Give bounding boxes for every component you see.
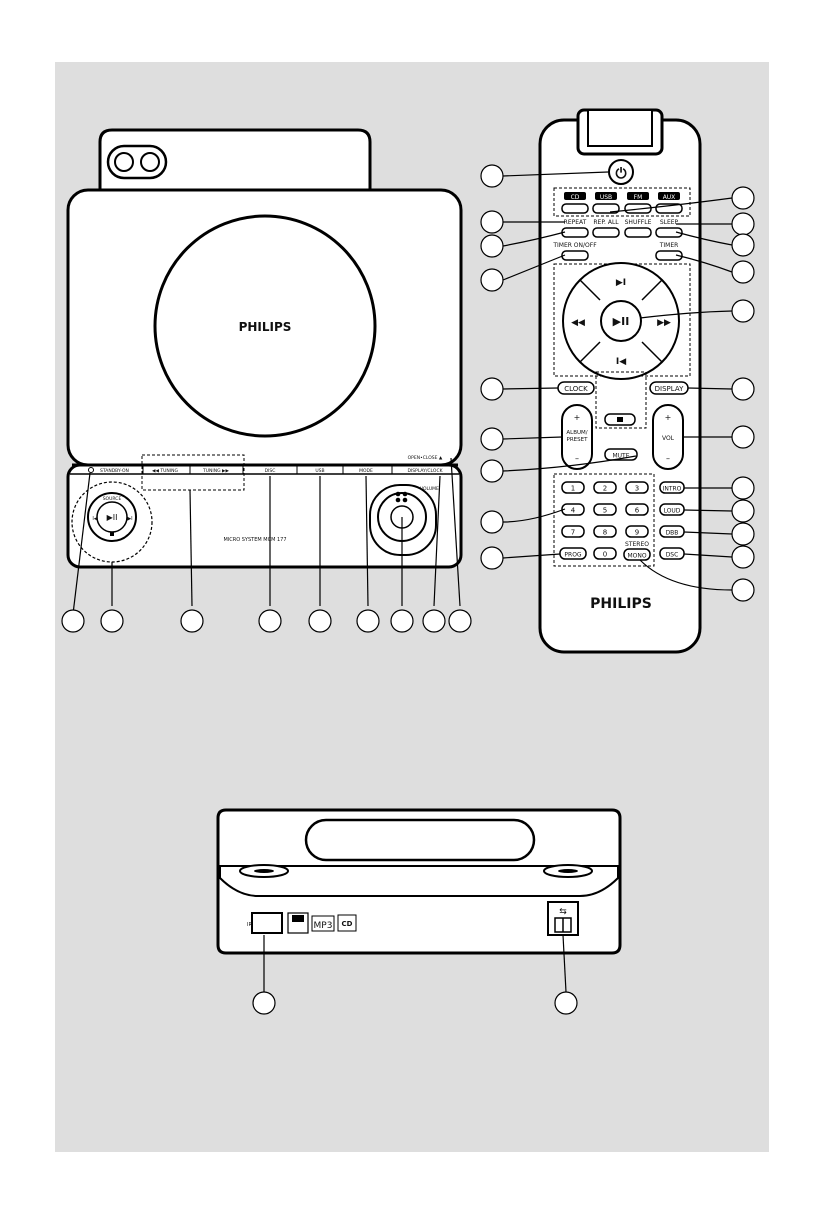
label-timer-onoff: TIMER ON/OFF <box>552 242 597 249</box>
digit-1: 1 <box>571 485 575 493</box>
label-preset: PRESET <box>567 437 589 443</box>
remote-control: ⏻ CD USB FM AUX REPEAT REP. ALL SHUFFLE … <box>480 108 755 654</box>
label-shuffle: SHUFFLE <box>625 219 652 226</box>
label-mute: MUTE <box>612 453 629 460</box>
label-clock: CLOCK <box>564 385 588 393</box>
svg-text:I◀: I◀ <box>616 357 626 367</box>
front-view-unit: IR MP3 CD ⇆ <box>216 808 622 1015</box>
svg-text:▶▶: ▶▶ <box>657 318 671 328</box>
svg-text:▶II: ▶II <box>613 315 630 328</box>
svg-text:CD: CD <box>342 920 353 928</box>
label-dsc: DSC <box>666 552 679 559</box>
digit-9: 9 <box>635 529 639 537</box>
digit-6: 6 <box>635 507 640 515</box>
label-sleep: SLEEP <box>660 219 679 226</box>
key-usb: USB <box>600 194 612 201</box>
vol-plus: + <box>665 413 672 422</box>
digit-3: 3 <box>635 485 639 493</box>
album-plus: + <box>574 413 581 422</box>
digit-2: 2 <box>603 485 607 493</box>
svg-text:IR: IR <box>247 922 252 928</box>
key-fm: FM <box>634 194 643 201</box>
svg-text:MP3: MP3 <box>314 921 333 931</box>
digit-4: 4 <box>571 507 576 515</box>
main-brand: PHILIPS <box>239 320 292 334</box>
label-repeat: REPEAT <box>564 219 587 226</box>
digit-0: 0 <box>603 551 607 559</box>
label-album: ALBUM/ <box>566 430 587 436</box>
digit-5: 5 <box>603 507 607 515</box>
album-minus: – <box>575 454 579 463</box>
key-aux: AUX <box>663 194 676 201</box>
usb-label: USB <box>315 468 324 474</box>
svg-text:⇆: ⇆ <box>559 907 567 917</box>
remote-brand: PHILIPS <box>590 596 652 612</box>
label-intro: INTRO <box>663 486 682 493</box>
vol-minus: – <box>666 454 670 463</box>
label-loud: LOUD <box>664 508 681 515</box>
label-stereo: STEREO <box>625 541 649 548</box>
label-rep-all: REP. ALL <box>593 219 619 226</box>
digit-7: 7 <box>571 529 575 537</box>
label-display: DISPLAY <box>655 385 684 393</box>
mode-label: MODE <box>359 468 373 474</box>
svg-text:I◀: I◀ <box>92 516 97 522</box>
label-timer: TIMER <box>659 242 679 249</box>
svg-text:◀◀: ◀◀ <box>571 318 585 328</box>
display-clock-label: DISPLAY/CLOCK <box>407 468 443 474</box>
svg-text:⏻: ⏻ <box>615 166 626 182</box>
svg-text:▶I: ▶I <box>127 516 132 522</box>
volume-label: VOLUME <box>420 486 439 492</box>
label-vol: VOL <box>662 435 675 442</box>
label-prog: PROG <box>564 552 582 559</box>
digit-8: 8 <box>603 529 607 537</box>
tuning-fwd-label: TUNING ▶▶ <box>202 468 229 474</box>
label-mono: MONO <box>627 553 646 560</box>
standby-label: STANDBY-ON <box>100 468 129 474</box>
key-cd: CD <box>571 194 580 201</box>
model-text: MICRO SYSTEM MCM 177 <box>223 537 286 543</box>
main-unit: PHILIPS STANDBY-ON ◀◀ TUNING TUNING ▶▶ D… <box>61 128 472 633</box>
svg-text:▶I: ▶I <box>616 278 626 288</box>
svg-text:▶II: ▶II <box>107 513 118 522</box>
label-dbb: DBB <box>666 530 679 537</box>
disc-label: DISC <box>265 468 276 474</box>
open-close-label: OPEN•CLOSE ▲ <box>408 455 443 461</box>
tuning-back-label: ◀◀ TUNING <box>152 468 178 474</box>
source-label: SOURCE <box>103 496 122 502</box>
